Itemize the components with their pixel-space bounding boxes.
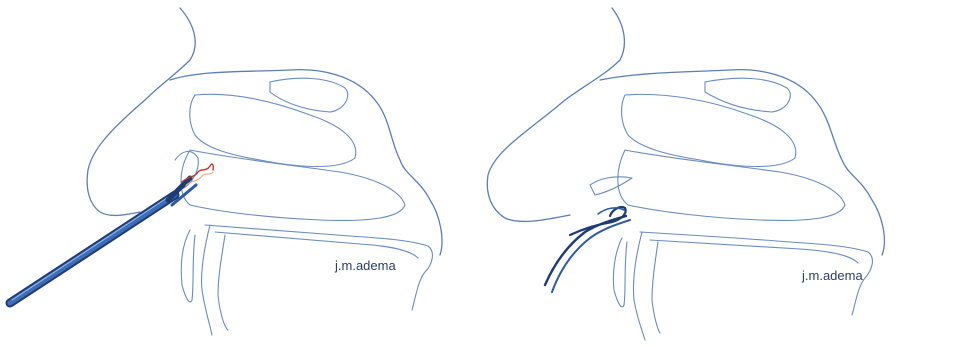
upper-turbinate <box>705 78 790 112</box>
face-profile-outline <box>487 8 624 221</box>
left-panel: j.m.adema <box>10 8 442 335</box>
right-panel: j.m.adema <box>487 8 884 340</box>
uvula-outline <box>613 238 627 307</box>
nasal-cavity-outline <box>170 70 442 255</box>
septal-notch <box>590 177 632 195</box>
upper-turbinate <box>270 78 348 112</box>
signature-right: j.m.adema <box>801 268 863 283</box>
inferior-turbinate <box>618 150 845 220</box>
nasal-cavity-outline <box>600 70 884 255</box>
oral-outline <box>202 225 212 335</box>
palate-inner <box>650 240 858 263</box>
oral-outline <box>633 232 645 340</box>
face-profile-outline <box>87 8 195 215</box>
signature-left: j.m.adema <box>334 258 396 273</box>
tongue-outline <box>652 242 660 333</box>
middle-turbinate <box>622 94 796 166</box>
middle-turbinate <box>190 94 356 166</box>
palate-floor <box>205 225 432 310</box>
uvula-outline <box>181 230 195 302</box>
instrument-rod <box>10 178 196 303</box>
inferior-turbinate <box>181 150 405 220</box>
palate-inner <box>215 232 418 258</box>
tongue-outline <box>218 235 228 330</box>
